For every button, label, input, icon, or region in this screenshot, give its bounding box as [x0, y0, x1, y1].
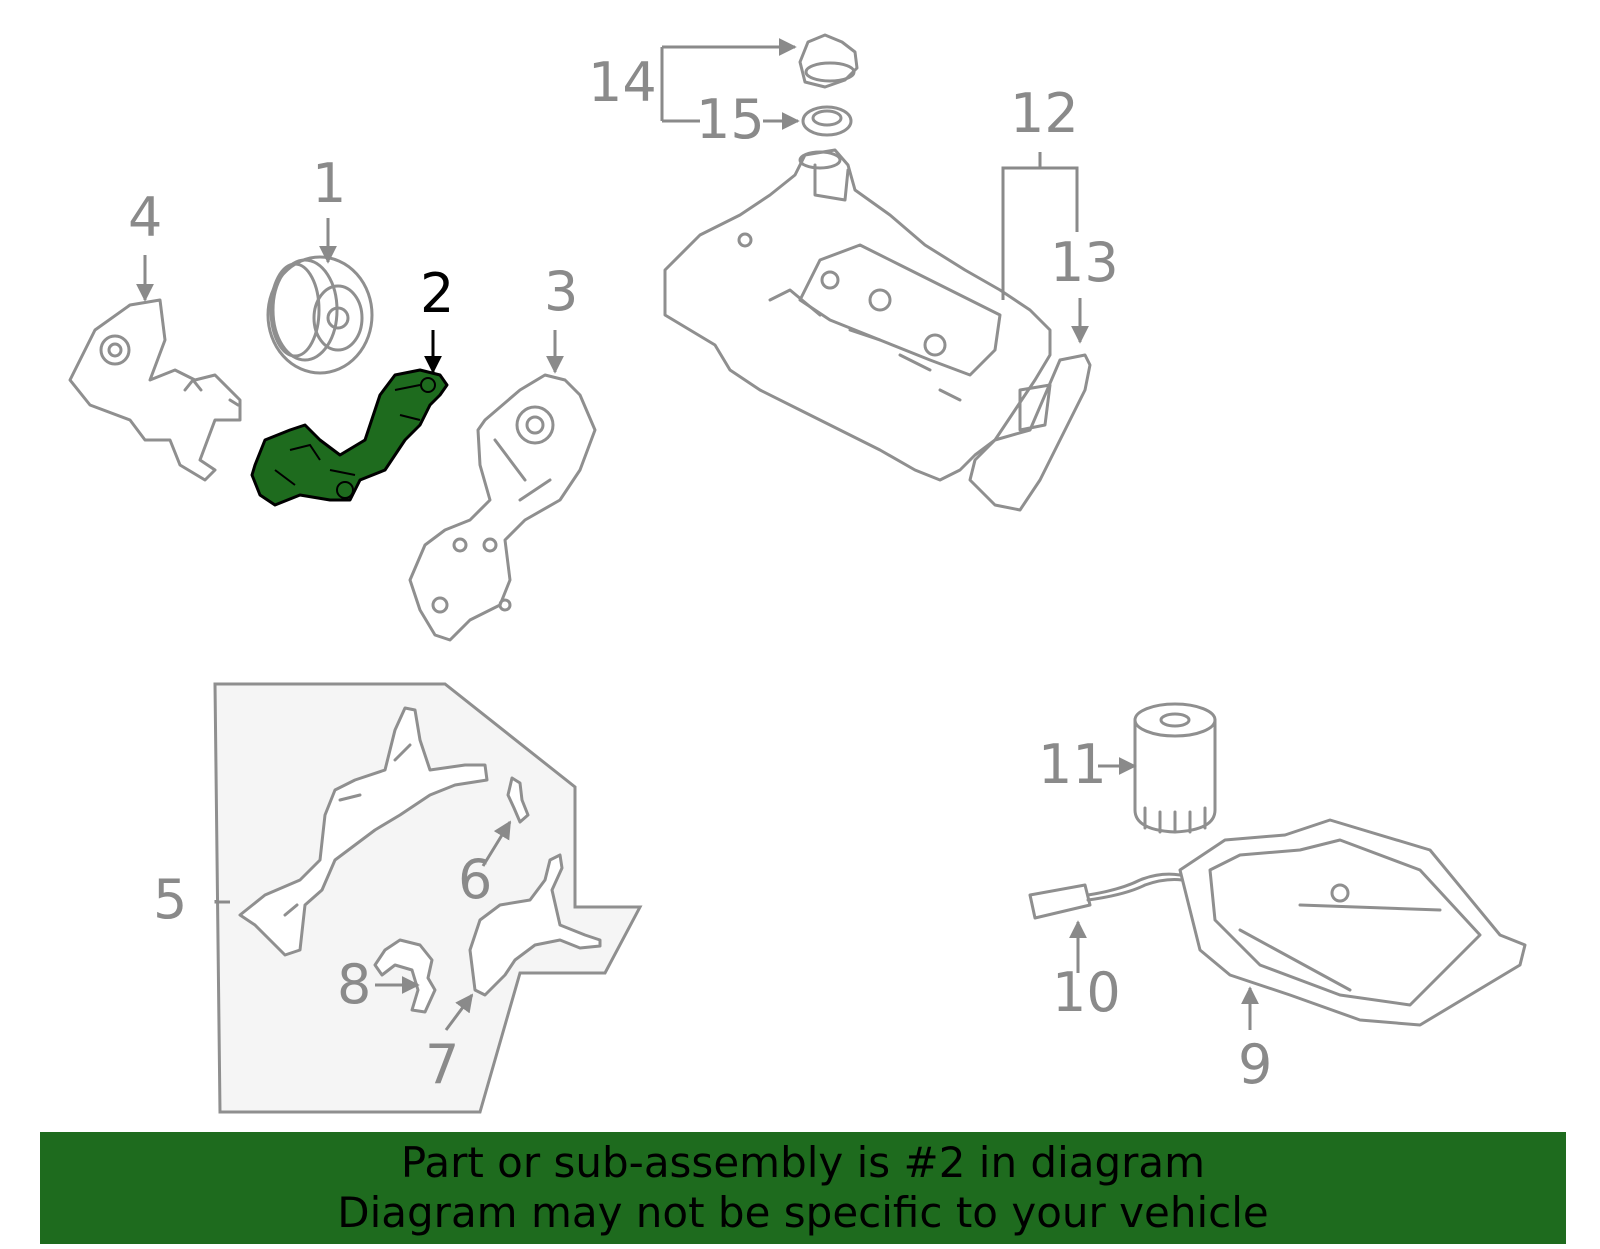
part-2-engine-mount-bracket — [250, 368, 449, 507]
part-10-oil-level-sensor — [1028, 872, 1184, 920]
callout-13: 13 — [1050, 231, 1119, 294]
callout-15: 15 — [696, 88, 765, 151]
callout-14: 14 — [588, 51, 657, 114]
callout-2: 2 — [420, 262, 454, 325]
part-7-gasket — [468, 853, 602, 997]
part-6-seal — [506, 776, 530, 824]
callout-5: 5 — [153, 868, 187, 931]
callout-8: 8 — [337, 953, 371, 1016]
part-8-gasket — [373, 938, 437, 1014]
banner-line-2: Diagram may not be specific to your vehi… — [337, 1188, 1269, 1237]
callout-3: 3 — [544, 260, 578, 323]
callout-1: 1 — [312, 152, 346, 215]
part-14-oil-filler-cap — [798, 33, 859, 89]
part-5-gasket-set — [238, 706, 489, 957]
disclaimer-banner: Part or sub-assembly is #2 in diagram Di… — [40, 1132, 1566, 1244]
callout-4: 4 — [128, 186, 162, 249]
callout-9: 9 — [1238, 1033, 1272, 1096]
subassembly-panel-5 — [213, 682, 643, 1114]
part-13-valve-cover-gasket — [968, 353, 1092, 512]
part-15-cap-seal — [801, 105, 853, 137]
callout-11: 11 — [1038, 733, 1107, 796]
callout-7: 7 — [425, 1033, 459, 1096]
part-1-crankshaft-pulley — [266, 255, 374, 375]
callout-12: 12 — [1010, 82, 1079, 145]
part-12-valve-cover — [663, 148, 1052, 482]
part-9-oil-pan — [1178, 818, 1527, 1027]
leader-lines — [136, 38, 1259, 1031]
callout-6: 6 — [458, 848, 492, 911]
callout-10: 10 — [1052, 961, 1121, 1024]
part-3-timing-cover — [408, 373, 597, 642]
banner-line-1: Part or sub-assembly is #2 in diagram — [400, 1138, 1206, 1187]
part-11-oil-filter — [1133, 702, 1217, 834]
callout-labels: 1 2 3 4 5 6 7 8 9 10 11 12 13 14 15 — [128, 51, 1272, 1096]
part-4-timing-cover — [68, 298, 242, 482]
